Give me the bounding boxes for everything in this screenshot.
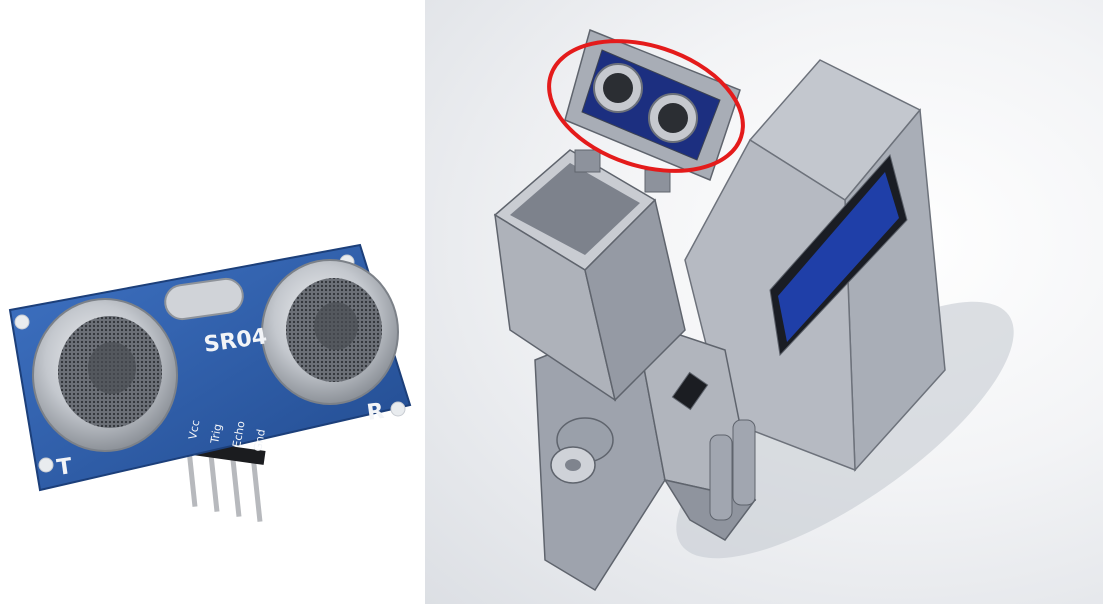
cad-render-panel (425, 0, 1103, 604)
highlight-ellipse (547, 39, 745, 173)
crystal-oscillator (164, 277, 244, 321)
left-transducer (32, 298, 178, 452)
pin-label-vcc: Vcc (186, 419, 202, 441)
sensor-photo-panel: SR04 T R Vcc Trig Echo Gnd (0, 0, 425, 604)
pin-label-gnd: Gnd (251, 428, 268, 452)
right-transducer (261, 259, 399, 405)
hinge-left (574, 149, 601, 173)
cad-device-render (493, 28, 1014, 592)
receiver-marking: R (365, 399, 385, 426)
transmitter-marking: T (55, 454, 73, 481)
pin-label-echo: Echo (230, 420, 247, 449)
hinge-right (644, 169, 671, 193)
open-top-box (493, 149, 686, 402)
pin-label-trig: Trig (208, 423, 224, 446)
device-main-body (684, 59, 946, 472)
sensor-mount (564, 28, 741, 182)
lcd-screen (778, 172, 899, 342)
pin-labels: Vcc Trig Echo Gnd (186, 419, 268, 453)
side-knob (550, 417, 614, 484)
power-switch (671, 371, 709, 411)
ultrasonic-sensor-photo: SR04 T R Vcc Trig Echo Gnd (8, 243, 412, 522)
